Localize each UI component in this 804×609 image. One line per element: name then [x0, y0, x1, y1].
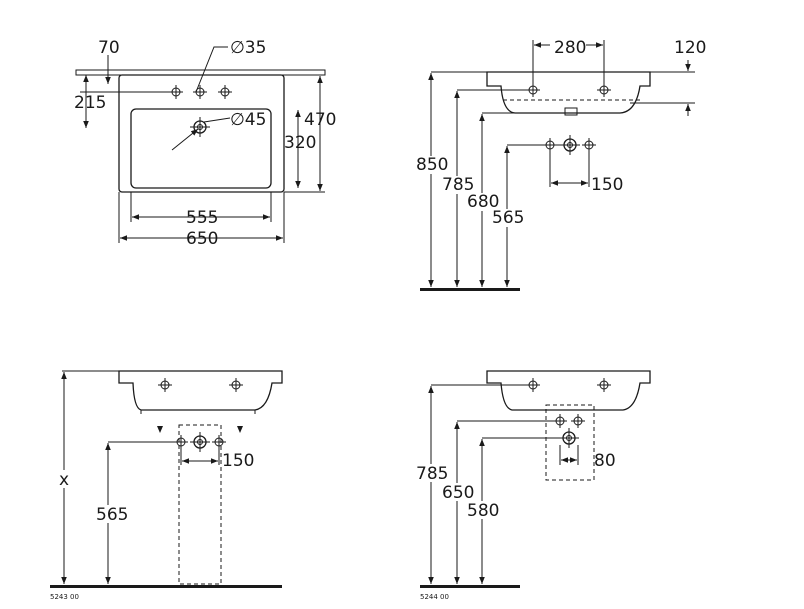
semipedestal-outline: [545, 404, 595, 481]
dim-semi-785: 785: [416, 464, 448, 484]
side-view: 280 120 850 785 680 565 150: [414, 36, 706, 291]
dim-side-280: 280: [554, 38, 586, 58]
bowl-outline: [130, 108, 272, 189]
dim-top-470: 470: [304, 110, 336, 130]
drain-icon: [559, 134, 581, 156]
arrow-head-icon: [237, 426, 243, 433]
dim-top-dia45: ∅45: [230, 110, 266, 130]
article-code-5243: 5243 00: [50, 593, 79, 601]
dim-top-dia35: ∅35: [230, 38, 266, 58]
article-code-5244: 5244 00: [420, 593, 449, 601]
dim-semi-80: 80: [594, 451, 616, 471]
arrow-head-icon: [157, 426, 163, 433]
hole-marker-icon: [581, 137, 597, 153]
pedestal-outline: [178, 424, 222, 585]
hole-marker-icon: [542, 137, 558, 153]
semipedestal-basin-profile: [486, 370, 651, 411]
drain-icon: [189, 431, 211, 453]
dim-top-555: 555: [186, 208, 218, 228]
dim-ped-565: 565: [96, 505, 128, 525]
floor-hatch-icon: [420, 288, 520, 291]
dim-side-680: 680: [467, 192, 499, 212]
hole-marker-icon: [157, 377, 173, 393]
dim-ped-150: 150: [222, 451, 254, 471]
semi-pedestal-view: 80 785 650 580 5244 00: [414, 370, 651, 601]
hole-marker-icon: [596, 377, 612, 393]
dim-side-565: 565: [492, 208, 524, 228]
hole-marker-icon: [217, 84, 233, 100]
dim-ped-x: x: [59, 470, 69, 490]
dim-side-150: 150: [591, 175, 623, 195]
hole-marker-icon: [211, 434, 227, 450]
dim-top-215: 215: [74, 93, 106, 113]
dim-side-120: 120: [674, 38, 706, 58]
dim-semi-580: 580: [467, 501, 499, 521]
top-view: 70 215 ∅35 ∅45 470 320 555 650: [74, 38, 336, 249]
dim-top-650: 650: [186, 229, 218, 249]
basin-outline: [118, 74, 285, 193]
hole-marker-icon: [570, 413, 586, 429]
top-view-wall-bar: [75, 69, 326, 76]
pedestal-basin-profile: [118, 370, 283, 411]
dim-side-850: 850: [416, 155, 448, 175]
floor-hatch-icon: [420, 585, 520, 588]
dim-side-785: 785: [442, 175, 474, 195]
dim-top-70: 70: [98, 38, 120, 58]
dim-semi-650: 650: [442, 483, 474, 503]
hole-marker-icon: [192, 84, 208, 100]
floor-hatch-icon: [50, 585, 282, 588]
side-basin-profile: [486, 71, 651, 114]
hole-marker-icon: [228, 377, 244, 393]
drain-icon: [189, 116, 211, 138]
dim-top-320: 320: [284, 133, 316, 153]
pedestal-view: 150 x 565 5243 00: [50, 370, 283, 601]
